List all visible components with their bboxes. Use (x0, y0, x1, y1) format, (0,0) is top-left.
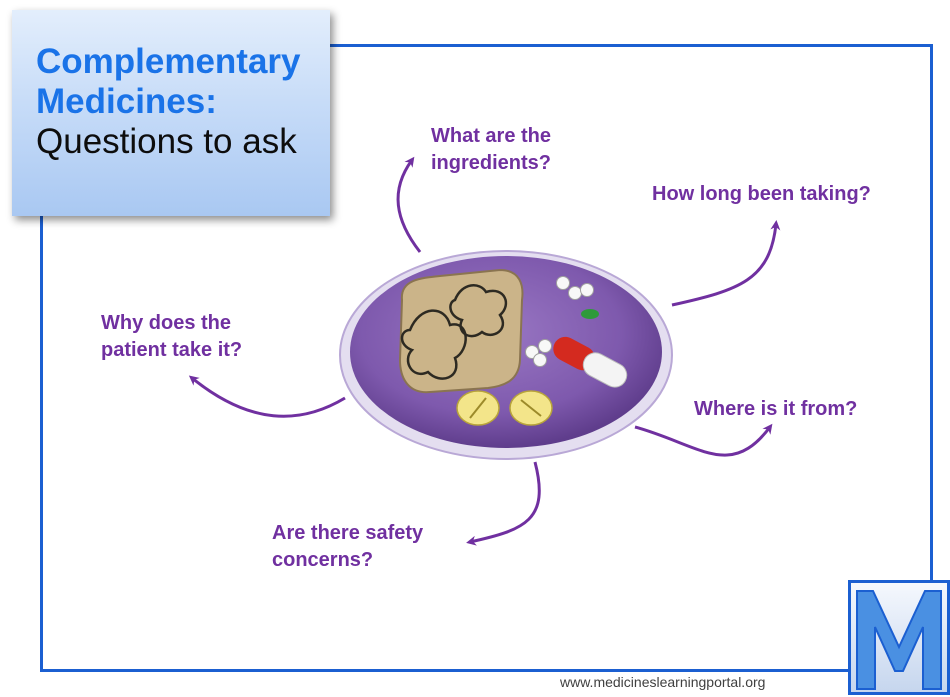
white-pill (580, 283, 594, 297)
title-box: Complementary Medicines: Questions to as… (12, 10, 330, 216)
white-pill (556, 276, 570, 290)
arrow-safety (466, 461, 541, 546)
green-pill (581, 309, 599, 319)
arrow-why (188, 375, 346, 418)
title-line-3: Questions to ask (36, 122, 297, 161)
arrow-ingredients (396, 156, 422, 253)
title-line-2: Medicines: (36, 82, 217, 121)
capsule (553, 336, 628, 388)
portal-logo-icon (848, 580, 950, 695)
title-line-1: Complementary (36, 42, 301, 81)
white-pill (538, 339, 552, 353)
arrow-how-long (671, 220, 781, 307)
question-how-long: How long been taking? (652, 183, 871, 205)
white-pill (568, 286, 582, 300)
question-why: Why does the patient take it? (101, 312, 243, 361)
footer-url: www.medicineslearningportal.org (560, 674, 766, 690)
arrow-where (634, 423, 773, 457)
white-pill (533, 353, 547, 367)
question-where: Where is it from? (694, 398, 858, 420)
leaf-2 (449, 284, 508, 338)
content-frame (40, 44, 933, 672)
leaf-1 (400, 309, 467, 380)
question-ingredients: What are the ingredients? (431, 125, 552, 174)
question-safety: Are there safety concerns? (272, 522, 424, 571)
